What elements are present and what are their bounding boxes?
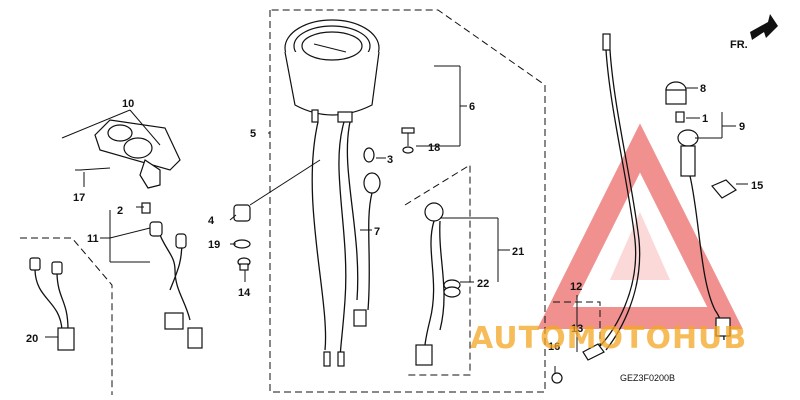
group-outline-sensor bbox=[553, 301, 601, 352]
group-outline-harness bbox=[404, 164, 471, 376]
bulb-socket bbox=[363, 147, 381, 311]
callout-10: 10 bbox=[122, 98, 134, 110]
callout-4: 4 bbox=[208, 215, 215, 227]
callout-11: 11 bbox=[87, 233, 99, 245]
speedometer-assembly bbox=[284, 19, 380, 367]
speedometer-cable bbox=[582, 33, 641, 361]
callout-21: 21 bbox=[512, 246, 524, 258]
screw-18 bbox=[401, 127, 415, 154]
group-outline-meter bbox=[269, 9, 546, 393]
callout-13: 13 bbox=[571, 323, 583, 335]
callout-14: 14 bbox=[238, 287, 251, 299]
callout-1: 1 bbox=[702, 113, 708, 125]
callout-7: 7 bbox=[374, 226, 380, 238]
callout-17: 17 bbox=[73, 192, 85, 204]
watermark-text: AUTOMOTOHUB bbox=[470, 321, 747, 356]
callout-5: 5 bbox=[250, 128, 256, 140]
grommet-washer-nut bbox=[233, 204, 251, 271]
callout-20: 20 bbox=[26, 333, 38, 345]
washer-16 bbox=[551, 372, 563, 384]
sub-harness-11 bbox=[141, 202, 203, 349]
callout-3: 3 bbox=[387, 154, 393, 166]
socket-assembly-9 bbox=[665, 81, 737, 341]
callout-12: 12 bbox=[570, 281, 582, 293]
front-direction-arrow: FR. bbox=[730, 14, 778, 51]
watermark-brand: AUTOMOTOHUB bbox=[470, 321, 747, 356]
callout-labels: 1 2 3 4 5 6 7 8 9 10 11 12 13 14 15 16 1… bbox=[26, 83, 763, 353]
callout-19: 19 bbox=[208, 239, 220, 251]
diagram-code: GEZ3F0200B bbox=[620, 373, 675, 383]
callout-2: 2 bbox=[117, 205, 123, 217]
callout-16: 16 bbox=[548, 341, 560, 353]
adapter-20 bbox=[29, 257, 75, 351]
harness-21 bbox=[415, 202, 461, 366]
callout-8: 8 bbox=[700, 83, 706, 95]
indicator-housing bbox=[75, 119, 181, 189]
callout-22: 22 bbox=[477, 278, 489, 290]
callout-18: 18 bbox=[428, 142, 440, 154]
callout-15: 15 bbox=[751, 180, 763, 192]
callout-6: 6 bbox=[469, 101, 475, 113]
group-outline-adapter bbox=[20, 237, 113, 395]
callout-9: 9 bbox=[739, 121, 745, 133]
direction-label: FR. bbox=[730, 39, 748, 51]
leader-lines bbox=[45, 65, 748, 374]
